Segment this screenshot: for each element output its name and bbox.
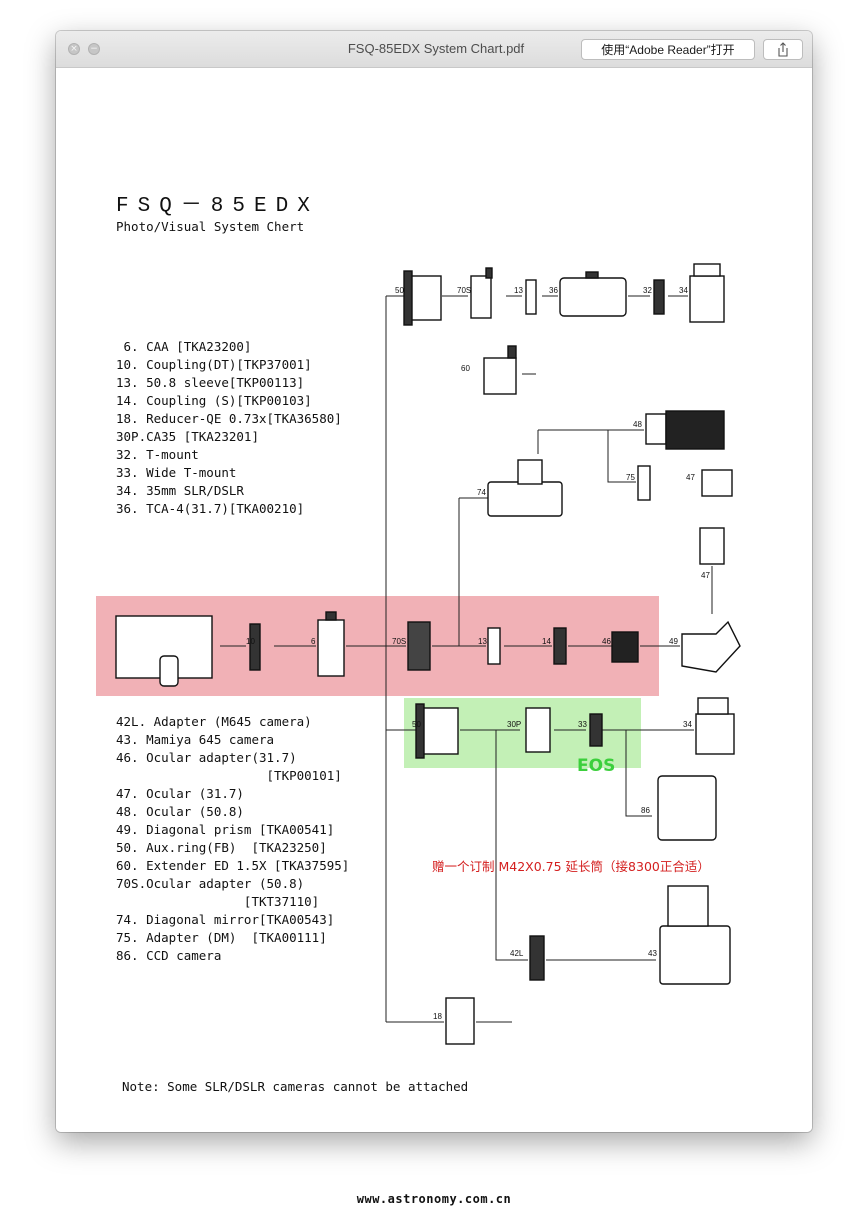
list-item: 48. Ocular (50.8) [116, 804, 244, 819]
label-43: 43 [648, 949, 657, 958]
share-icon [778, 42, 788, 57]
list-item: 74. Diagonal mirror[TKA00543] [116, 912, 335, 927]
label-10: 10 [246, 637, 255, 646]
list-item: 75. Adapter (DM) [TKA00111] [116, 930, 327, 945]
eos-label: EOS [577, 756, 615, 776]
label-74: 74 [477, 488, 486, 497]
list-item: 36. TCA-4(31.7)[TKA00210] [116, 501, 305, 516]
label-6: 6 [311, 637, 316, 646]
pdf-page: 50 70S 13 36 32 34 60 48 74 75 47 47 10 … [56, 68, 812, 1132]
open-with-adobe-reader-button[interactable]: 使用“Adobe Reader”打开 [581, 39, 755, 60]
share-button[interactable] [763, 39, 803, 60]
website-footer: www.astronomy.com.cn [356, 1192, 512, 1206]
list-item: 42L. Adapter (M645 camera) [116, 714, 312, 729]
list-item: 50. Aux.ring(FB) [TKA23250] [116, 840, 327, 855]
label-36: 36 [549, 286, 558, 295]
list-item: 33. Wide T-mount [116, 465, 237, 480]
label-14: 14 [542, 637, 551, 646]
list-item: 43. Mamiya 645 camera [116, 732, 275, 747]
list-item: 14. Coupling (S)[TKP00103] [116, 393, 312, 408]
label-50-top: 50 [395, 286, 404, 295]
list-item: 18. Reducer-QE 0.73x[TKA36580] [116, 411, 342, 426]
list-item: 30P.CA35 [TKA23201] [116, 429, 259, 444]
title-bar: × − FSQ-85EDX System Chart.pdf 使用“Adobe … [56, 31, 812, 68]
label-47-up: 47 [701, 571, 710, 580]
close-icon: × [70, 44, 78, 54]
parts-list-upper: 6. CAA [TKA23200] 10. Coupling(DT)[TKP37… [116, 338, 342, 518]
label-34-top: 34 [679, 286, 688, 295]
list-item: 6. CAA [TKA23200] [116, 339, 252, 354]
connector-lines [220, 295, 713, 1023]
label-13-top: 13 [514, 286, 523, 295]
list-item: 70S.Ocular adapter (50.8) [116, 876, 305, 891]
list-item: 34. 35mm SLR/DSLR [116, 483, 244, 498]
label-46: 46 [602, 637, 611, 646]
minimize-icon: − [90, 44, 98, 54]
label-49: 49 [669, 637, 678, 646]
label-42l: 42L [510, 949, 524, 958]
label-50-bottom: 50 [412, 720, 421, 729]
list-item: 46. Ocular adapter(31.7) [116, 750, 297, 765]
label-34-bottom: 34 [683, 720, 692, 729]
list-item: 13. 50.8 sleeve[TKP00113] [116, 375, 305, 390]
label-32: 32 [643, 286, 652, 295]
document-subtitle: Photo/Visual System Chert [116, 219, 305, 234]
list-item: [TKP00101] [116, 768, 342, 783]
label-70s-top: 70S [457, 286, 471, 295]
list-item: [TKT37110] [116, 894, 320, 909]
list-item: 10. Coupling(DT)[TKP37001] [116, 357, 312, 372]
attachment-note: Note: Some SLR/DSLR cameras cannot be at… [122, 1079, 469, 1094]
label-30p: 30P [507, 720, 521, 729]
document-title: FSQ－85EDX [116, 195, 319, 218]
label-18: 18 [433, 1012, 442, 1021]
pdf-preview-window: × − FSQ-85EDX System Chart.pdf 使用“Adobe … [56, 31, 812, 1132]
label-33: 33 [578, 720, 587, 729]
parts-list-lower: 42L. Adapter (M645 camera) 43. Mamiya 64… [116, 713, 349, 965]
system-chart-diagram: 50 70S 13 36 32 34 60 48 74 75 47 47 10 … [96, 263, 741, 1045]
label-75: 75 [626, 473, 635, 482]
label-13-mid: 13 [478, 637, 487, 646]
list-item: 47. Ocular (31.7) [116, 786, 244, 801]
label-47-right: 47 [686, 473, 695, 482]
window-title: FSQ-85EDX System Chart.pdf [347, 41, 525, 56]
close-button[interactable]: × [68, 43, 80, 55]
label-70s-mid: 70S [392, 637, 406, 646]
component-drawings [115, 263, 741, 1045]
list-item: 60. Extender ED 1.5X [TKA37595] [116, 858, 350, 873]
list-item: 86. CCD camera [116, 948, 222, 963]
label-86: 86 [641, 806, 650, 815]
label-48: 48 [633, 420, 642, 429]
list-item: 49. Diagonal prism [TKA00541] [116, 822, 335, 837]
list-item: 32. T-mount [116, 447, 199, 462]
label-60: 60 [461, 364, 470, 373]
chinese-annotation: 赠一个订制 M42X0.75 延长筒（接8300正合适） [432, 859, 710, 874]
minimize-button[interactable]: − [88, 43, 100, 55]
